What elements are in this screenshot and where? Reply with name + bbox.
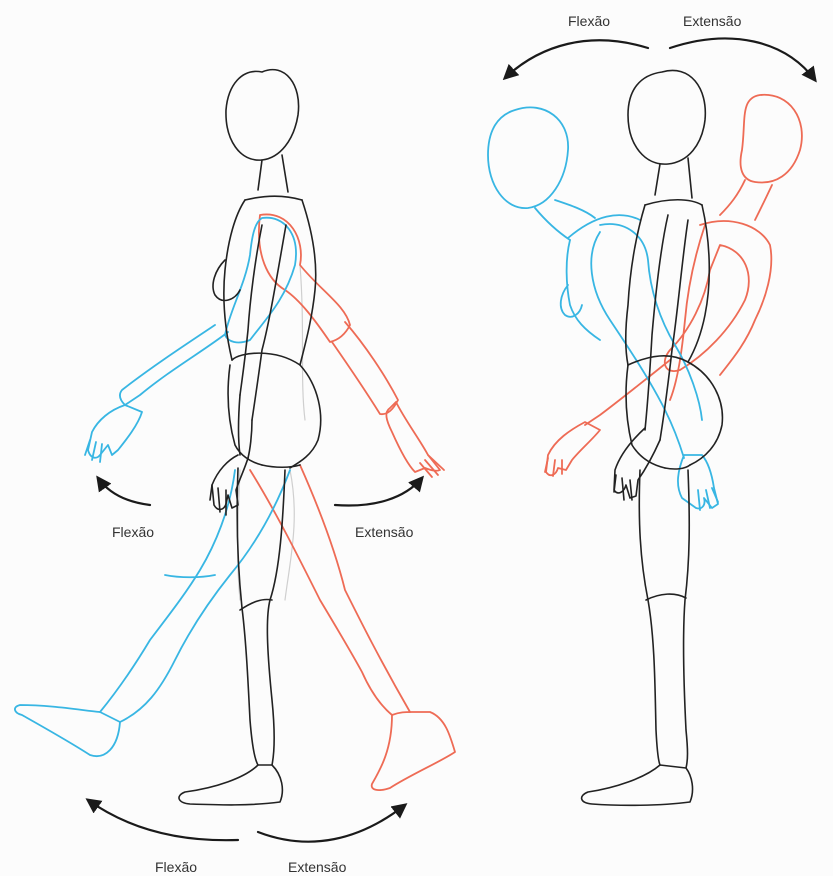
- leg-flexion-label: Flexão: [155, 859, 197, 875]
- body-outline-right: [582, 70, 723, 805]
- body-outline-left: [179, 70, 321, 805]
- leg-extension-label: Extensão: [288, 859, 347, 875]
- arm-extension-label: Extensão: [355, 524, 414, 540]
- trunk-extension-label: Extensão: [683, 13, 742, 29]
- trunk-figure: Flexão Extensão: [488, 13, 815, 805]
- flexion-trunk-right: [488, 107, 718, 510]
- flexion-limbs-left: [15, 218, 296, 756]
- leg-extension-arrow: [258, 805, 405, 842]
- extension-trunk-right: [545, 95, 802, 476]
- arm-flexion-arrow: [98, 478, 150, 505]
- trunk-extension-arrow: [670, 38, 815, 80]
- trunk-flexion-label: Flexão: [568, 13, 610, 29]
- extension-limbs-left: [250, 214, 455, 790]
- leg-flexion-arrow: [88, 800, 238, 840]
- arm-extension-arrow: [335, 478, 422, 506]
- walking-figure: Flexão Extensão Flexão Extensão: [15, 70, 455, 875]
- trunk-flexion-arrow: [505, 40, 648, 78]
- arm-flexion-label: Flexão: [112, 524, 154, 540]
